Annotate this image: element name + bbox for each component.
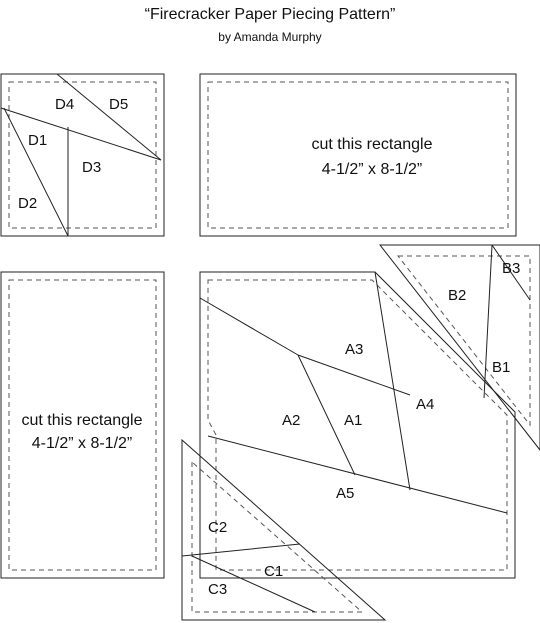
label-a1: A1 [344,412,362,429]
block-d-seam-d1-d4 [0,107,162,161]
label-a5: A5 [336,485,354,502]
block-b-seam-b1-b2 [483,244,493,399]
block-c: C2 C1 C3 [181,438,387,621]
block-c-seam-c1-c2 [181,543,301,557]
cut-rectangle-left-size: 4-1/2” x 8-1/2” [32,435,132,452]
label-d2: D2 [18,195,37,212]
cut-rectangle-top-size: 4-1/2” x 8-1/2” [322,161,422,178]
label-d1: D1 [28,132,47,149]
label-c3: C3 [208,581,227,598]
label-a3: A3 [345,341,363,358]
label-b2: B2 [448,287,466,304]
label-d5: D5 [109,96,128,113]
block-a-seam-a1-a3 [297,354,411,396]
label-b1: B1 [492,359,510,376]
block-a-seam-a1-a2 [297,354,356,476]
block-b-seam-b3 [491,244,531,301]
label-c2: C2 [208,519,227,536]
block-d-seam-d4-d5 [56,73,162,161]
block-c-outline [181,438,387,621]
cut-rectangle-top: cut this rectangle 4-1/2” x 8-1/2” [199,73,517,237]
cut-rectangle-left: cut this rectangle 4-1/2” x 8-1/2” [0,271,165,579]
block-a-seam-a3-a4 [374,271,411,491]
block-a-outline [199,271,516,579]
label-d3: D3 [82,159,101,176]
block-d: D4 D5 D1 D3 D2 [0,73,165,237]
block-d-outline [0,73,165,237]
cut-rectangle-left-seam [8,279,157,571]
block-b: B2 B3 B1 [378,244,540,451]
block-b-outline [378,244,540,451]
block-c-seam [191,460,364,613]
block-a: A3 A4 A2 A1 A5 [199,271,516,579]
block-a-seam-a5 [207,435,508,514]
pattern-author: by Amanda Murphy [218,30,322,44]
pattern-title: “Firecracker Paper Piecing Pattern” [144,6,396,23]
block-b-seam [396,255,531,427]
cut-rectangle-top-instruction: cut this rectangle [312,136,433,153]
cut-rectangle-left-instruction: cut this rectangle [22,412,143,429]
label-d4: D4 [55,96,74,113]
cut-rectangle-top-outline [199,73,517,237]
label-a4: A4 [416,396,434,413]
block-a-seam-a3-top [199,297,299,356]
cut-rectangle-left-outline [0,271,165,579]
block-d-seam [8,81,157,229]
cut-rectangle-top-seam [207,81,509,229]
label-a2: A2 [282,412,300,429]
label-c1: C1 [264,563,283,580]
block-d-seam-d1-d2 [3,107,69,237]
label-b3: B3 [502,260,520,277]
block-c-seam-c1-c3 [191,555,316,613]
